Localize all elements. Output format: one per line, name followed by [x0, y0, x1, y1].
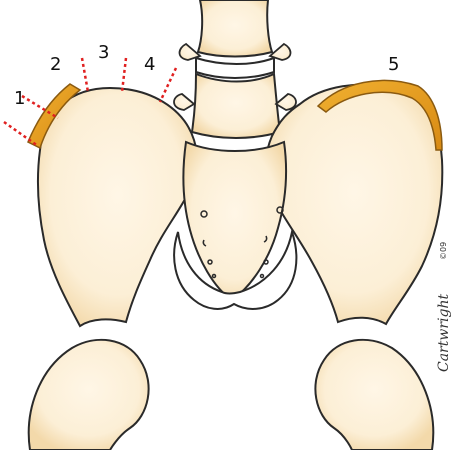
label-2: 2 [50, 54, 61, 75]
label-4: 4 [144, 54, 155, 75]
label-1: 1 [14, 88, 25, 109]
signature-text: Cartwright [436, 293, 452, 372]
signature-mark: ©09 [439, 242, 448, 260]
label-5: 5 [388, 54, 399, 75]
label-3: 3 [98, 42, 109, 63]
